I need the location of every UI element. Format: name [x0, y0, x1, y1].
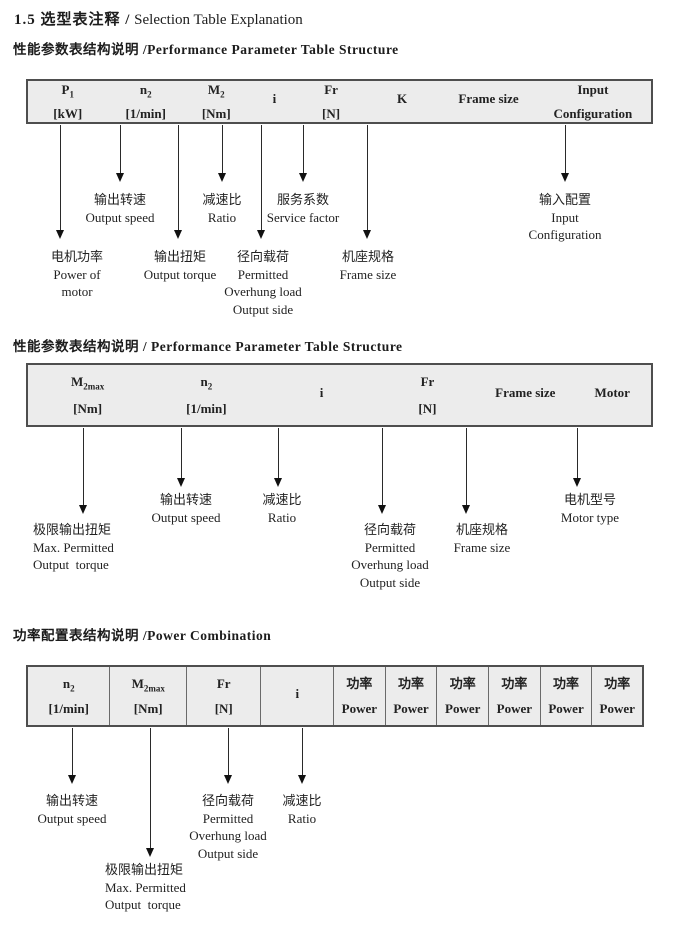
arrow-motor: [573, 428, 581, 487]
arrow-k: [299, 125, 307, 182]
col-motor: Motor: [594, 384, 630, 400]
arrow-n2: [177, 428, 185, 487]
col-k: K: [397, 91, 408, 107]
col-frame-size: Frame size: [495, 384, 556, 400]
col-i: i: [260, 667, 333, 725]
col-i: i: [319, 384, 324, 400]
arrow-m2: [174, 125, 182, 239]
arrow-m2max: [79, 428, 87, 514]
col-m2max: M2max[Nm]: [109, 667, 186, 725]
arrow-m2max: [146, 728, 154, 857]
arrow-p1: [56, 125, 64, 239]
col-n2: n2[1/min]: [125, 82, 166, 121]
page-title: 1.5 选型表注释 / Selection Table Explanation: [14, 8, 303, 29]
arrow-frame-size: [363, 125, 371, 239]
arrow-fr: [378, 428, 386, 514]
arrow-n2: [68, 728, 76, 784]
section2-heading: 性能参数表结构说明 / Performance Parameter Table …: [13, 339, 403, 354]
col-frame-size: Frame size: [458, 91, 519, 107]
col-fr: Fr[N]: [185, 667, 261, 725]
col-m2max: M2max[Nm]: [70, 374, 105, 416]
page-title-zh: 1.5 选型表注释 /: [14, 12, 131, 28]
col-i: i: [272, 91, 277, 107]
col-p1: P1[kW]: [53, 82, 83, 121]
col-n2: n2[1/min]: [186, 374, 227, 416]
col-fr: Fr[N]: [418, 374, 437, 416]
arrow-i: [218, 125, 226, 182]
arrow-i: [298, 728, 306, 784]
arrow-i: [274, 428, 282, 487]
arrow-input-config: [561, 125, 569, 182]
section3-heading: 功率配置表结构说明 /Power Combination: [13, 628, 272, 643]
performance-table-1: P1[kW] n2[1/min] M2[Nm] i Fr[N] K Frame …: [26, 79, 653, 124]
page-title-en: Selection Table Explanation: [130, 12, 303, 28]
arrow-frame-size: [462, 428, 470, 514]
col-fr: Fr[N]: [322, 82, 341, 121]
section1-heading: 性能参数表结构说明 /Performance Parameter Table S…: [13, 42, 399, 57]
performance-table-2: M2max[Nm] n2[1/min] i Fr[N] Frame size M…: [26, 363, 653, 427]
arrow-fr: [224, 728, 232, 784]
col-m2: M2[Nm]: [201, 82, 231, 121]
arrow-fr: [257, 125, 265, 239]
arrow-n2: [116, 125, 124, 182]
col-n2: n2[1/min]: [48, 676, 89, 716]
